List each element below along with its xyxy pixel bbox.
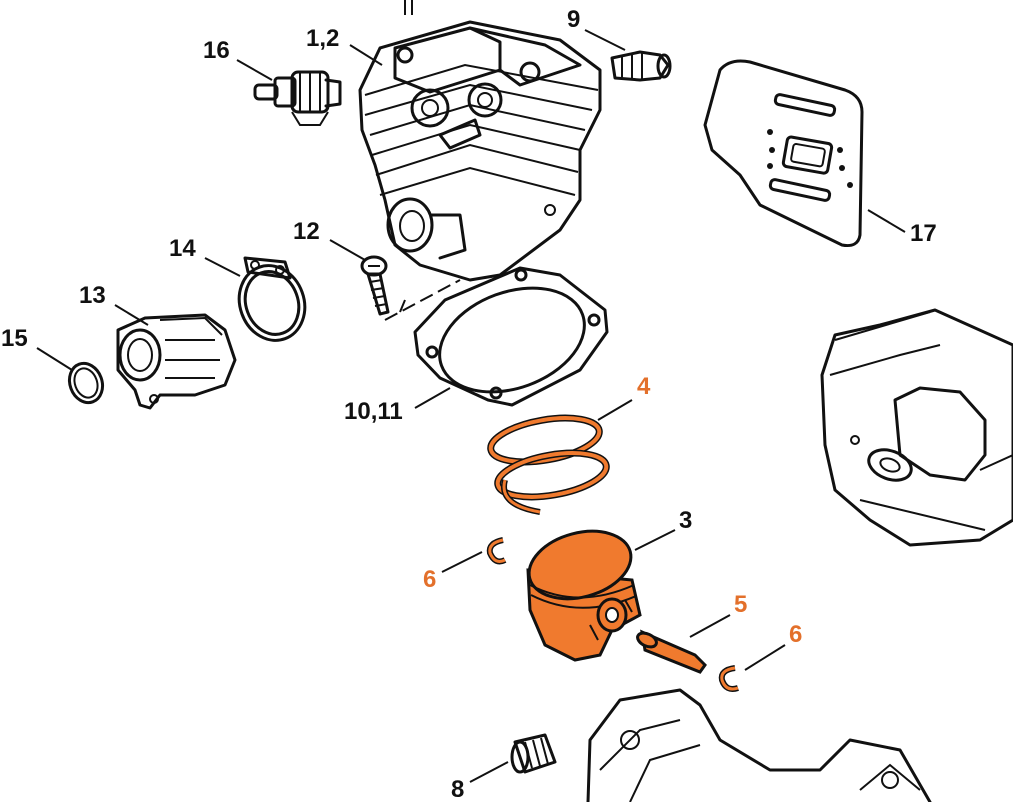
hose-clamp-part[interactable] (229, 256, 315, 349)
ring-clamp-part[interactable] (64, 359, 108, 408)
callout-6-right: 6 (789, 621, 802, 648)
leader-1-2 (349, 44, 383, 66)
snap-ring-right-part[interactable] (718, 665, 739, 692)
muffler-part[interactable] (820, 308, 1013, 547)
cover-plate-part[interactable] (703, 59, 864, 247)
decompression-valve-part[interactable] (253, 70, 342, 126)
callout-9: 9 (567, 6, 580, 33)
needle-bearing-part[interactable] (510, 733, 557, 774)
leader-8 (469, 761, 509, 783)
leader-5 (689, 614, 731, 638)
callout-8: 8 (451, 776, 464, 802)
callout-14: 14 (169, 235, 196, 262)
callout-1-2: 1,2 (306, 25, 339, 52)
callout-16: 16 (203, 37, 230, 64)
crankcase-part[interactable] (586, 688, 932, 802)
leader-4 (597, 399, 633, 421)
callout-15: 15 (1, 325, 28, 352)
screw-part[interactable] (360, 255, 461, 321)
leader-16 (236, 59, 273, 81)
callout-4: 4 (637, 373, 651, 400)
leader-17 (867, 209, 906, 233)
leader-6-left (441, 551, 483, 573)
spark-plug-part[interactable] (610, 50, 672, 82)
leader-13 (114, 304, 149, 326)
callout-3: 3 (679, 507, 692, 534)
leader-14 (204, 257, 241, 277)
callout-17: 17 (910, 220, 937, 247)
intake-flange-part[interactable] (116, 313, 237, 410)
leader-3 (634, 529, 676, 551)
callout-12: 12 (293, 218, 320, 245)
callout-10-11: 10,11 (344, 398, 403, 425)
callout-5: 5 (734, 591, 747, 618)
leader-6-right (744, 644, 786, 671)
callout-13: 13 (79, 282, 106, 309)
piston-rings-part[interactable] (487, 411, 610, 515)
cylinder-part[interactable] (358, 0, 602, 282)
leader-10-11 (414, 387, 451, 409)
leader-9 (584, 29, 626, 51)
callout-6-left: 6 (423, 566, 436, 593)
piston-pin-part[interactable] (635, 629, 707, 674)
leader-15 (36, 347, 73, 371)
cylinder-gasket-part[interactable] (413, 266, 609, 411)
snap-ring-left-part[interactable] (486, 537, 507, 565)
piston-part[interactable] (521, 521, 642, 662)
leader-12 (329, 239, 366, 261)
